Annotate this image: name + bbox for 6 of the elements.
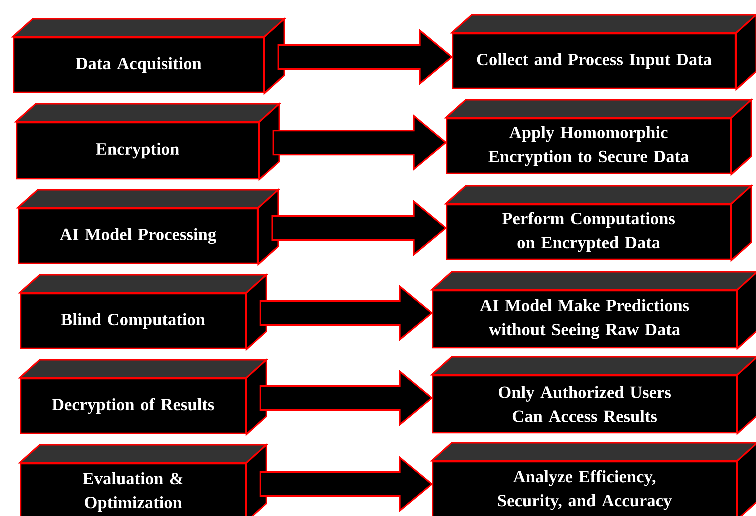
block-arrow — [260, 370, 434, 427]
block-arrow — [272, 114, 448, 172]
block-arrow — [272, 200, 448, 257]
block-arrow — [260, 284, 434, 342]
block-arrow — [260, 456, 434, 513]
block-arrow — [278, 28, 454, 86]
